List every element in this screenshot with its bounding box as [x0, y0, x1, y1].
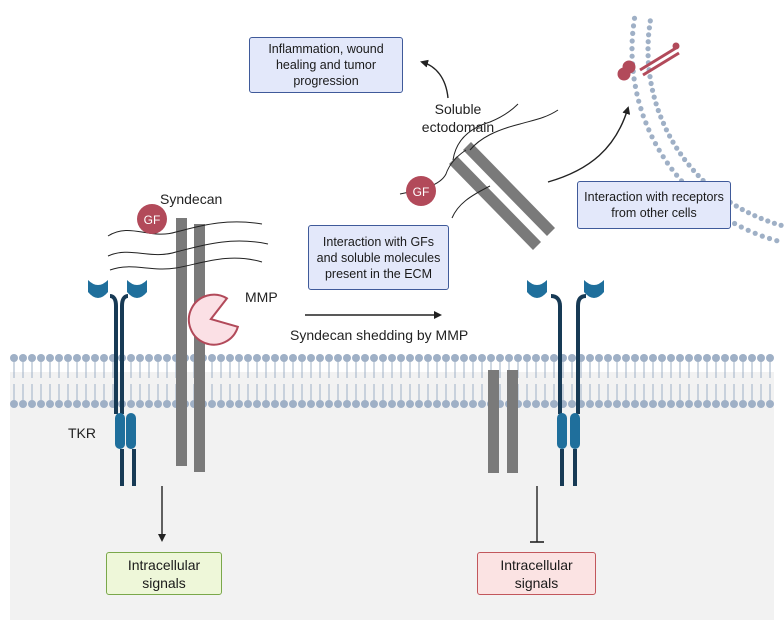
soluble-ectodomain — [399, 103, 559, 250]
syndecan-label: Syndecan — [160, 191, 223, 207]
soluble-ectodomain-label: Soluble ectodomain — [421, 101, 495, 135]
tkr-receptor-left — [88, 280, 147, 486]
gf-label-left: GF — [144, 213, 161, 227]
shedding-label: Syndecan shedding by MMP — [290, 327, 469, 343]
syndecan-core-left — [176, 218, 205, 472]
signal-inhibition-right — [530, 486, 544, 543]
gf-molecule-left — [137, 204, 167, 234]
inflammation-box: Inflammation, wound healing and tumor pr… — [249, 37, 403, 93]
tkr-label: TKR — [68, 425, 96, 441]
gag-chains-left — [107, 221, 269, 271]
receptor-other-cell — [617, 42, 680, 81]
intracellular-signals-left: Intracellular signals — [106, 552, 222, 595]
mmp-label: MMP — [245, 289, 278, 305]
intracellular-signals-right: Intracellular signals — [477, 552, 596, 595]
tkr-receptor-right — [527, 280, 604, 486]
mmp-enzyme — [187, 293, 240, 346]
plasma-membrane — [10, 354, 774, 408]
gf-interaction-box: Interaction with GFs and soluble molecul… — [308, 225, 449, 290]
receptor-interaction-box: Interaction with receptors from other ce… — [577, 181, 731, 229]
arrow-to-other-cell — [547, 106, 631, 183]
syndecan-remnant-right — [488, 370, 518, 473]
arrow-to-inflammation — [420, 59, 449, 99]
gf-label-right: GF — [413, 185, 430, 199]
